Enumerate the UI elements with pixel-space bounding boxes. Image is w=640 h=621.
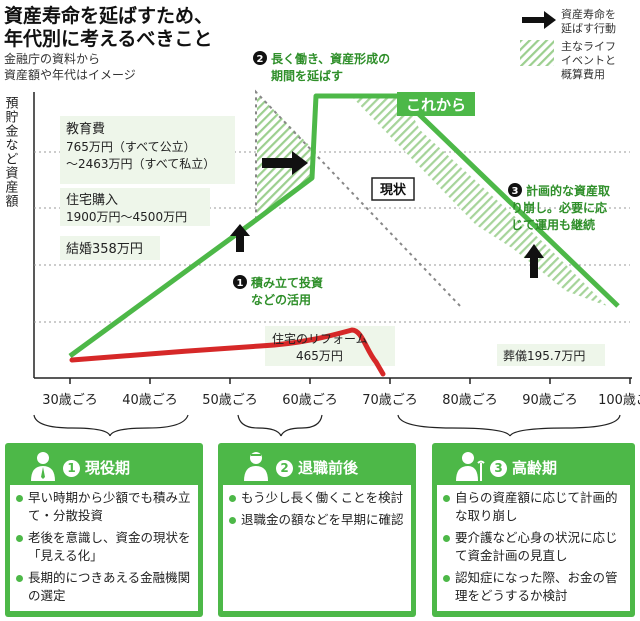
hatch-region-decline bbox=[257, 93, 316, 220]
annotation-2-num: 2 bbox=[257, 54, 264, 65]
annotation-3-line-3: じて運用も継続 bbox=[511, 217, 595, 232]
panel-3-item-3: 認知症になった際、お金の管理をどうするか検討 bbox=[441, 569, 626, 605]
genjo-badge bbox=[371, 177, 415, 201]
x-tick-label: 70歳ごろ bbox=[362, 392, 418, 408]
annotation-1-num: 1 bbox=[237, 278, 244, 289]
panel-connectors bbox=[33, 414, 621, 437]
x-tick-label: 90歳ごろ bbox=[522, 392, 578, 408]
annotation-3-num: 3 bbox=[512, 186, 519, 197]
right-arrow-icon bbox=[262, 151, 308, 175]
up-arrow-icon-right bbox=[524, 244, 544, 278]
title-line-2: 年代別に考えるべきこと bbox=[4, 27, 212, 50]
housing-title: 住宅購入 bbox=[66, 193, 118, 208]
annotation-2-line-1: 長く働き、資産形成の bbox=[271, 51, 390, 66]
legend-arrow-icon bbox=[522, 11, 556, 29]
red-drawn-line bbox=[69, 327, 386, 377]
annotation-3-line-1: 計画的な資産取 bbox=[526, 183, 610, 198]
panel-1-item-1: 早い時期から少額でも積み立て・分散投資 bbox=[14, 489, 194, 525]
legend-hatch-label-3: 概算費用 bbox=[561, 67, 605, 81]
current-state-line bbox=[69, 89, 463, 357]
panel-3-item-2: 要介護など心身の状況に応じて資金計画の見直し bbox=[441, 529, 626, 565]
panel-1-item-3: 長期的につきあえる金融機関の選定 bbox=[14, 569, 194, 605]
funeral-label: 葬儀195.7万円 bbox=[503, 349, 585, 363]
education-box bbox=[60, 116, 235, 184]
x-tick-label: 80歳ごろ bbox=[442, 392, 498, 408]
annotation-3-line-2: り崩し。必要に応 bbox=[511, 200, 607, 215]
annotation-1-line-1: 積み立て投資 bbox=[250, 275, 323, 290]
panel-2-item-2: 退職金の額などを早期に確認 bbox=[227, 511, 407, 529]
up-arrow-icon bbox=[230, 224, 250, 252]
annotation-1-badge bbox=[233, 275, 247, 289]
legend-hatch-swatch bbox=[520, 40, 554, 66]
reform-line-2: 465万円 bbox=[296, 349, 343, 363]
hatch-region-post-peak bbox=[352, 97, 607, 306]
panel-1-item-2: 老後を意識し、資金の現状を「見える化」 bbox=[14, 529, 194, 565]
korekara-label: これから bbox=[406, 96, 466, 114]
korekara-badge bbox=[397, 92, 475, 116]
legend-hatch-label-2: イベントと bbox=[561, 54, 616, 67]
x-ticks: 30歳ごろ 40歳ごろ 50歳ごろ 60歳ごろ 70歳ごろ 80歳ごろ 90歳ごろ 100歳ご… bbox=[42, 378, 640, 408]
panel-3-item-1: 自らの資産額に応じて計画的な取り崩し bbox=[441, 489, 626, 525]
funeral-box bbox=[497, 344, 605, 366]
education-line-1: 765万円（すべて公立） bbox=[66, 139, 196, 154]
x-tick-label: 50歳ごろ bbox=[202, 392, 258, 408]
subtitle-line-1: 金融庁の資料から bbox=[4, 51, 100, 66]
genjo-label: 現状 bbox=[380, 182, 407, 198]
elderly-person-cane-icon bbox=[456, 452, 485, 481]
legend-hatch-label-1: 主なライフ bbox=[561, 40, 616, 53]
marriage-box bbox=[60, 236, 160, 260]
annotation-2-line-2: 期間を延ばす bbox=[271, 68, 343, 83]
panel-2-item-1: もう少し長く働くことを検討 bbox=[227, 489, 407, 507]
housing-line-1: 1900万円～4500万円 bbox=[66, 210, 187, 224]
reform-line-1: 住宅のリフォーム bbox=[272, 331, 368, 346]
legend-arrow-label-2: 延ばす行動 bbox=[561, 21, 616, 35]
annotation-1-line-2: などの活用 bbox=[251, 292, 311, 307]
marriage-label: 結婚358万円 bbox=[66, 242, 143, 257]
legend-arrow-label-1: 資産寿命を bbox=[561, 7, 616, 21]
annotation-2-badge bbox=[253, 51, 267, 65]
person-retiring-icon bbox=[244, 452, 268, 481]
person-working-icon bbox=[31, 452, 55, 481]
legend: 資産寿命を 延ばす行動 主なライフ イベントと 概算費用 bbox=[520, 7, 616, 81]
education-title: 教育費 bbox=[66, 121, 105, 137]
education-line-2: ～2463万円（すべて私立） bbox=[66, 156, 215, 171]
title-line-1: 資産寿命を延ばすため、 bbox=[4, 4, 213, 27]
x-tick-label: 40歳ごろ bbox=[122, 392, 178, 408]
x-tick-label: 60歳ごろ bbox=[282, 392, 338, 408]
annotation-3-badge bbox=[508, 183, 522, 197]
subtitle-line-2: 資産額や年代はイメージ bbox=[4, 67, 136, 82]
y-axis-label: 預貯金など資産額 bbox=[3, 96, 19, 208]
x-tick-label: 30歳ごろ bbox=[42, 392, 98, 408]
x-tick-label: 100歳ごろ bbox=[598, 392, 640, 408]
housing-box bbox=[60, 188, 210, 226]
